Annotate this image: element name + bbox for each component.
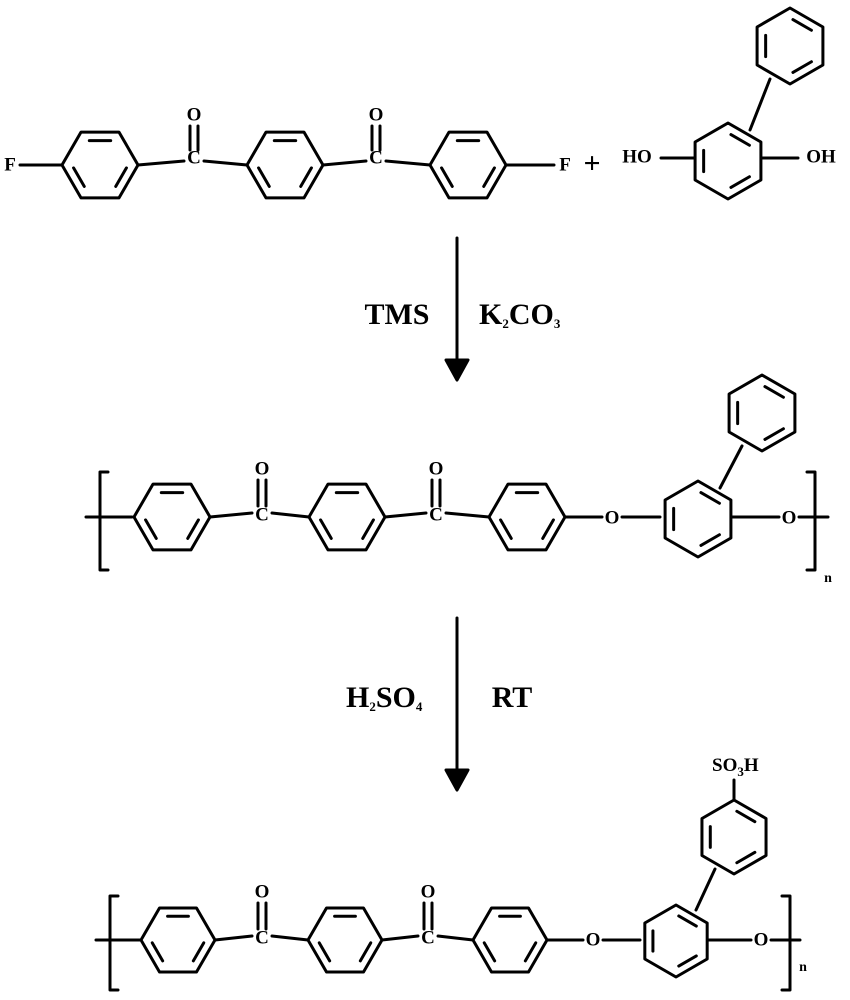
monomer-b-hydroquinone-ring: [693, 121, 763, 201]
polymer1-pendant-phenyl-double-bond: [763, 427, 785, 441]
polymer1-ring-1: [132, 482, 212, 552]
polymer1-ring-2-double-bond: [319, 518, 333, 540]
bond-carbonyl1-ring2: [202, 159, 249, 167]
monomer-a-ring-1-double-bond: [72, 166, 86, 188]
step2-acid: H2SO4: [346, 681, 423, 714]
fluorine-right-label: F: [559, 154, 571, 175]
polymer2-ring-3-double-bond: [523, 941, 538, 963]
polymer2-bracket-left: [108, 894, 120, 992]
polymer1-bond-2: [270, 511, 311, 519]
polymer1-carbonyl-oxygen-2: O: [429, 458, 444, 479]
polymer1-pendant-phenyl: [727, 373, 797, 453]
monomer-a-ring-2-double-bond: [257, 166, 271, 188]
reaction-arrow-1-head: [444, 358, 470, 382]
polymer2-ring-2-double-bond: [317, 941, 332, 963]
monomer-b-phenyl-ring: [755, 6, 825, 86]
hydroxyl-right-label: OH: [806, 146, 836, 167]
polymer1-bond-3: [383, 511, 428, 519]
polymer1-ring-1-double-bond: [186, 518, 200, 540]
polymer2-carbonyl-oxygen-1: O: [255, 881, 270, 902]
step2-condition: RT: [492, 681, 533, 714]
atom-labels: F O C O C F + HO OH TMS K2CO3 O C O C O …: [4, 104, 836, 975]
polymer2-biaryl-bond: [694, 867, 717, 912]
step1-solvent: TMS: [364, 298, 429, 331]
polymer2-ring-1-double-bond: [150, 941, 165, 963]
monomer-b-phenyl-ring-double-bond: [791, 18, 813, 32]
hydroxyl-left-label: HO: [622, 146, 652, 167]
polymer2-bond-3: [380, 934, 420, 942]
polymer1-ring-4: [663, 479, 733, 559]
monomer-a-ring-3-double-bond: [440, 166, 454, 188]
monomer-a-ring-2-double-bond: [299, 166, 313, 188]
polymer2-sulfonated-phenyl: [700, 798, 768, 876]
polymer2-ring-4-double-bond: [677, 954, 698, 968]
polymer2-ether-oxygen-1: O: [586, 929, 601, 950]
polymer2-repeat-n: n: [799, 960, 807, 975]
monomer-b-biaryl-bond: [748, 77, 772, 132]
fluorine-left-label: F: [4, 154, 16, 175]
polymer2-ring-2-double-bond: [358, 941, 373, 963]
polymer2-bond-1: [213, 934, 254, 942]
polymer2-sulfonated-phenyl-double-bond: [735, 809, 757, 824]
polymer2-bond-2: [270, 934, 310, 942]
polymer1-ether-oxygen-2: O: [782, 507, 797, 528]
polymer1-ring-3-double-bond: [541, 518, 555, 540]
polymer2-ring-4-double-bond: [677, 914, 698, 928]
carbonyl-carbon-2: C: [369, 147, 383, 168]
carbonyl-oxygen-2: O: [369, 104, 384, 125]
monomer-b-hydroquinone-ring-double-bond: [729, 133, 751, 147]
reaction-arrow-2-head: [444, 768, 470, 792]
polymer1-ring-4-double-bond: [699, 491, 721, 505]
polymer1-ring-2-double-bond: [361, 518, 375, 540]
bond-lines: [18, 6, 830, 992]
polymer2-bond-4: [436, 934, 475, 942]
polymer1-bond-1: [208, 511, 254, 519]
monomer-b-phenyl-ring-double-bond: [791, 60, 813, 74]
carbonyl-carbon-1: C: [187, 147, 201, 168]
step1-base: K2CO3: [479, 298, 561, 331]
monomer-a-ring-3-double-bond: [482, 166, 496, 188]
polymer2-bracket-right: [780, 894, 792, 992]
sulfonic-acid-label: SO3H: [712, 755, 759, 779]
polymer1-bracket-left: [98, 470, 110, 572]
polymer2-ether-oxygen-2: O: [754, 929, 769, 950]
polymer1-carbonyl-carbon-1: C: [255, 504, 269, 525]
polymer1-ring-4-double-bond: [699, 533, 721, 547]
polymer2-sulfonated-phenyl-double-bond: [735, 850, 757, 865]
bond-ring2-carbonyl2: [321, 159, 368, 167]
plus-sign: +: [583, 147, 600, 180]
polymer1-repeat-n: n: [824, 571, 832, 586]
polymer1-pendant-phenyl-double-bond: [763, 385, 785, 399]
bond-ring1-carbonyl1: [136, 159, 186, 167]
polymer1-bond-4: [444, 511, 491, 519]
carbonyl-oxygen-1: O: [187, 104, 202, 125]
polymer2-carbonyl-carbon-2: C: [421, 927, 435, 948]
polymer2-carbonyl-carbon-1: C: [255, 927, 269, 948]
monomer-a-ring-1-double-bond: [114, 166, 128, 188]
polymer1-bracket-right: [805, 470, 817, 572]
polymer2-ring-3-double-bond: [482, 941, 497, 963]
polymer2-carbonyl-oxygen-2: O: [421, 881, 436, 902]
polymer1-carbonyl-oxygen-1: O: [255, 458, 270, 479]
polymer2-ring-1: [139, 906, 217, 974]
polymer1-carbonyl-carbon-2: C: [429, 504, 443, 525]
polymer2-ring-1-double-bond: [191, 941, 206, 963]
polymer2-ring-4: [643, 903, 709, 979]
polymer1-ring-1-double-bond: [144, 518, 158, 540]
monomer-b-hydroquinone-ring-double-bond: [729, 175, 751, 189]
polymer1-biaryl-bond: [718, 444, 744, 490]
bond-carbonyl2-ring3: [384, 159, 432, 167]
polymer1-ether-oxygen-1: O: [605, 507, 620, 528]
polymer1-ring-3-double-bond: [499, 518, 513, 540]
